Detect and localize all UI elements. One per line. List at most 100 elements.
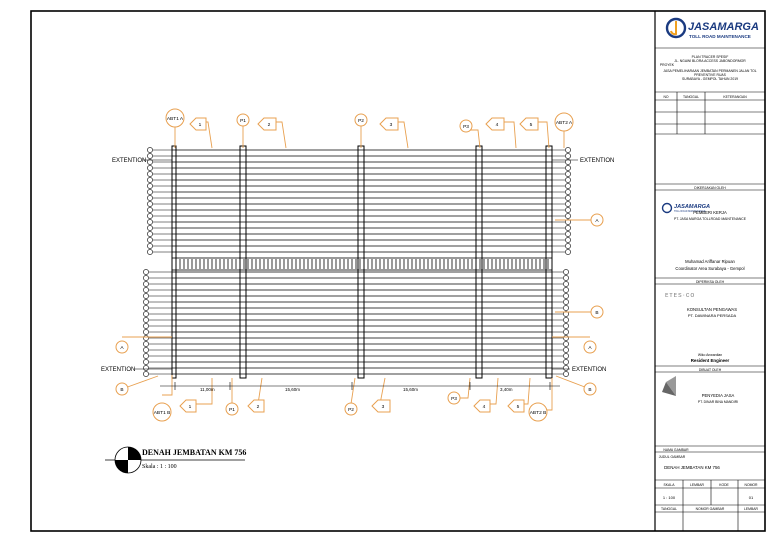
girder-end: [563, 323, 569, 329]
girder-end: [143, 269, 149, 275]
girder-end: [563, 311, 569, 317]
girder-end: [565, 243, 571, 249]
tag-3-top: 3: [390, 122, 393, 128]
consultant-label: DIPERIKSA OLEH: [696, 280, 725, 284]
girder-end: [143, 341, 149, 347]
girder-end: [143, 293, 149, 299]
drawing-name: DENAH JEMBATAN KM 756: [664, 465, 720, 470]
jasamarga-logo: [661, 17, 687, 214]
contractor-label: DIBUAT OLEH: [699, 368, 722, 372]
owner-label: PEMBERI KERJA: [693, 210, 727, 215]
girder-end: [143, 287, 149, 293]
bottom2-date: TANGGAL: [661, 507, 677, 511]
median-strip: [171, 257, 553, 271]
section-b-right: B: [595, 310, 598, 316]
tag-5-top: 5: [530, 122, 533, 128]
tag-5-bot: 5: [517, 404, 520, 410]
girder-end: [565, 183, 571, 189]
girder-end: [565, 189, 571, 195]
section-a-right: A: [595, 218, 599, 224]
number-tags: [179, 117, 539, 413]
girder-end: [563, 329, 569, 335]
girder-end: [565, 171, 571, 177]
girder-end: [563, 275, 569, 281]
engineer-role: Resident Engineer: [691, 358, 730, 363]
bottom-header-scale: SKALA: [664, 483, 676, 487]
section-b-right-bot: B: [588, 387, 591, 393]
rev-header-date: TANGGAL: [683, 95, 699, 99]
girder-end: [143, 299, 149, 305]
tag-2-bot: 2: [257, 404, 260, 410]
consultant-company: PT. DAWINARA PERSADA: [688, 313, 737, 318]
girder-end: [143, 329, 149, 335]
girder-end: [565, 153, 571, 159]
girder-end: [565, 207, 571, 213]
bottom-header-code: KODE: [719, 483, 729, 487]
girder-end: [565, 231, 571, 237]
plan-title-symbol: [105, 446, 245, 474]
titleblock-grid: [655, 47, 765, 531]
girder-end: [563, 269, 569, 275]
contractor-name: PENYEDIA JASA: [702, 393, 735, 398]
span-2: 15,60m: [285, 387, 300, 392]
girder-end: [143, 347, 149, 353]
dimension-line: [160, 382, 560, 390]
p3-bot-label: P3: [451, 396, 457, 402]
girders-top: [172, 149, 552, 253]
girder-end: [147, 237, 153, 243]
rev-header-note: KETERANGAN: [723, 95, 747, 99]
girder-end: [565, 219, 571, 225]
consultant-logo: ᴇᴛᴇs·ᴄᴏ: [665, 292, 695, 299]
girder-end: [563, 299, 569, 305]
girder-end: [565, 249, 571, 255]
drawing-sub: JUDUL GAMBAR: [659, 455, 686, 459]
girder-end: [563, 293, 569, 299]
tag-2-top: 2: [268, 122, 271, 128]
logo-main: JASAMARGA: [688, 21, 759, 33]
girder-end: [565, 237, 571, 243]
girder-end: [565, 201, 571, 207]
project-line-3: PROYEK: [660, 63, 675, 67]
extension-bot-right: EXTENTION: [572, 367, 606, 373]
tag-1-bot: 1: [189, 404, 192, 410]
girder-end: [563, 359, 569, 365]
girder-end: [147, 171, 153, 177]
girder-end: [563, 341, 569, 347]
girder-end: [147, 177, 153, 183]
girders-bottom: [172, 271, 552, 375]
girder-end: [565, 147, 571, 153]
checked-label: DIKERJAKAN OLEH: [694, 186, 726, 190]
girder-end: [563, 365, 569, 371]
signer-name: Muhamad Ariffanar Ripuan: [685, 259, 735, 264]
support-pier: [475, 145, 483, 379]
project-line-6: SURABAYA - GEMPOL TAHUN 2019: [682, 77, 738, 81]
girder-end: [143, 353, 149, 359]
extension-top-left: EXTENTION: [112, 158, 146, 164]
girder-end: [147, 165, 153, 171]
bridge-plan: [143, 145, 571, 379]
logo-sub-small: TOLL ROAD MAINTENANCE: [674, 210, 706, 213]
girder-end: [143, 371, 149, 377]
span-1: 11,00m: [200, 387, 215, 392]
girder-end: [147, 225, 153, 231]
owner-company: PT. JASA MARGA TOLLROAD MAINTENANCE: [674, 217, 747, 221]
girder-end: [563, 335, 569, 341]
extension-bot-left: EXTENTION: [101, 367, 135, 373]
sheet-value: 01: [749, 495, 754, 500]
girder-end: [563, 317, 569, 323]
support-pier: [171, 145, 177, 379]
abt1b-label: ABT1 B: [154, 410, 171, 416]
girder-end: [565, 159, 571, 165]
p1-top-label: P1: [240, 118, 246, 124]
contractor-company: PT. DINAR BINA MANDIRI: [698, 400, 738, 404]
plan-scale: Skala : 1 : 100: [142, 464, 177, 470]
girder-end: [143, 275, 149, 281]
girder-end: [563, 305, 569, 311]
girder-end: [565, 177, 571, 183]
extension-arrows: [134, 159, 578, 370]
girder-end: [147, 201, 153, 207]
tag-4-top: 4: [496, 122, 499, 128]
girder-end: [143, 281, 149, 287]
girder-end: [563, 281, 569, 287]
